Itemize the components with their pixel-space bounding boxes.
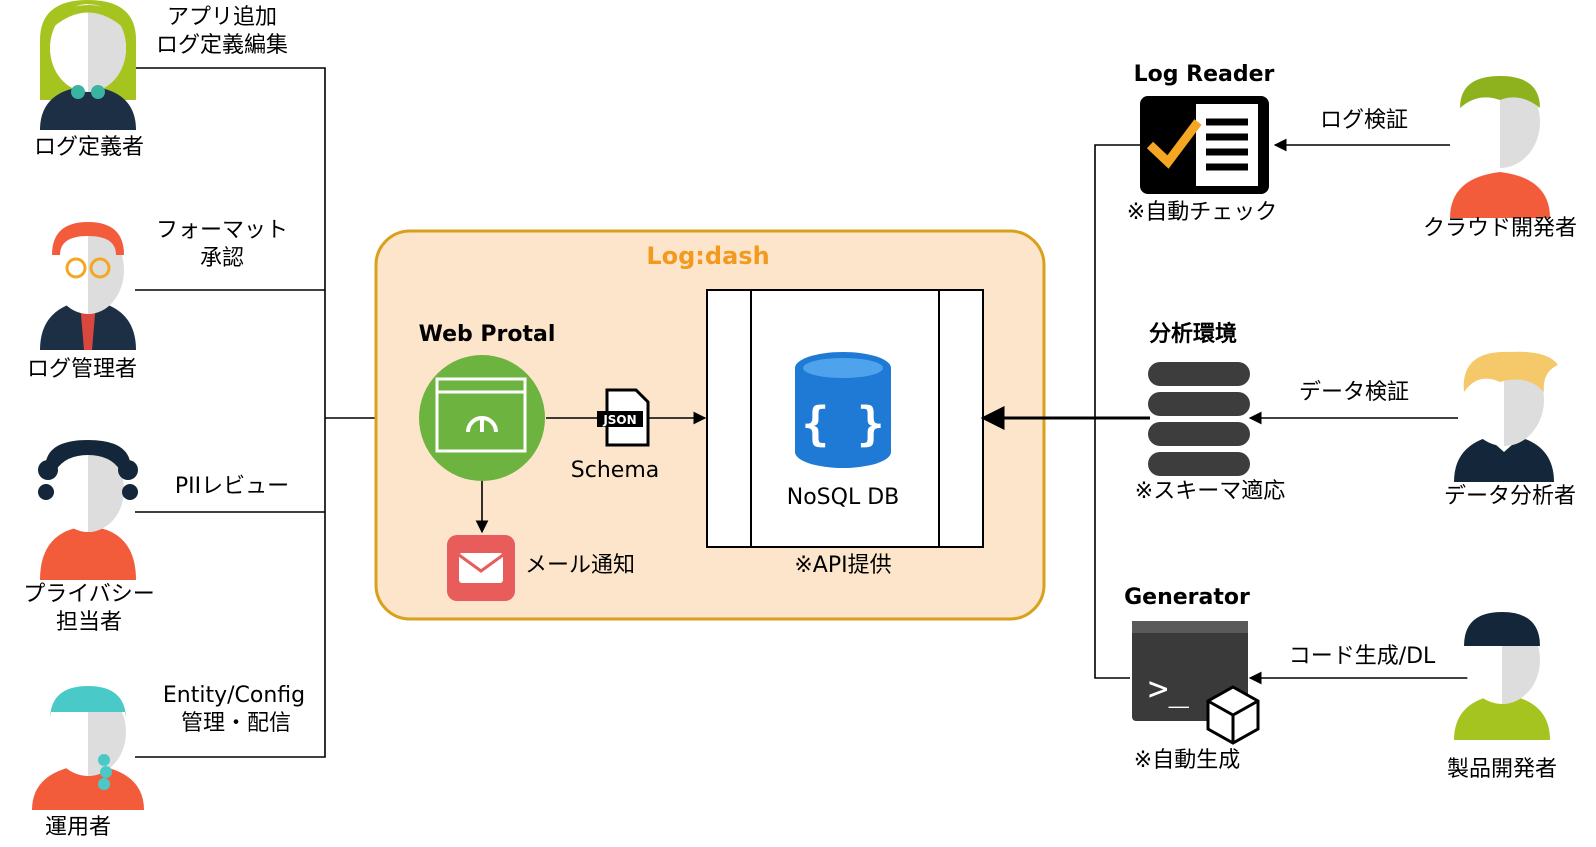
generator-note: ※自動生成 bbox=[1133, 748, 1241, 773]
svg-text:{ }: { } bbox=[801, 397, 884, 451]
analysis-note: ※スキーマ適応 bbox=[1134, 479, 1286, 504]
edge-label-approve: 承認 bbox=[199, 246, 245, 271]
cube-icon bbox=[1206, 685, 1260, 745]
json-file-icon: JSON bbox=[597, 388, 650, 447]
nosql-db-box[interactable] bbox=[706, 289, 984, 548]
actor-name-log-definer: ログ定義者 bbox=[33, 135, 145, 160]
db-label: NoSQL DB bbox=[786, 485, 900, 510]
platform-title: Log:dash bbox=[646, 242, 770, 270]
person-log-manager-icon bbox=[40, 222, 136, 350]
portal-title: Web Protal bbox=[418, 322, 556, 347]
mail-icon bbox=[447, 535, 515, 601]
edge-label-manage-deliver: 管理・配信 bbox=[180, 711, 292, 736]
edge-label-code-gen: コード生成/DL bbox=[1288, 644, 1436, 669]
svg-text:JSON: JSON bbox=[602, 413, 636, 427]
log-reader-icon[interactable] bbox=[1140, 96, 1269, 194]
server-stack-icon[interactable] bbox=[1148, 362, 1250, 476]
log-reader-title: Log Reader bbox=[1133, 62, 1275, 87]
person-privacy-icon bbox=[38, 440, 138, 580]
database-icon: { } bbox=[795, 352, 891, 468]
edge-label-log-verify: ログ検証 bbox=[1319, 108, 1409, 133]
person-operator-icon bbox=[32, 686, 144, 810]
right-connectors bbox=[980, 138, 1468, 685]
person-log-definer-icon bbox=[40, 0, 136, 130]
actor-name-analyst: データ分析者 bbox=[1443, 484, 1577, 509]
terminal-icon[interactable]: >_ bbox=[1132, 621, 1260, 745]
actor-name-cloud-dev: クラウド開発者 bbox=[1422, 216, 1578, 241]
edge-label-data-verify: データ検証 bbox=[1298, 380, 1410, 405]
edge-label-app-add: アプリ追加 bbox=[166, 5, 278, 30]
analysis-title: 分析環境 bbox=[1148, 322, 1238, 347]
svg-text:>_: >_ bbox=[1148, 669, 1189, 709]
actor-name-product-dev: 製品開発者 bbox=[1446, 757, 1558, 782]
person-product-dev-icon bbox=[1454, 612, 1550, 740]
db-note: ※API提供 bbox=[794, 553, 892, 578]
actor-name-operator: 運用者 bbox=[44, 815, 112, 840]
actor-name-privacy-1: プライバシー bbox=[23, 582, 155, 607]
mail-label: メール通知 bbox=[525, 553, 636, 578]
schema-label: Schema bbox=[570, 458, 660, 483]
log-reader-note: ※自動チェック bbox=[1126, 200, 1278, 225]
actor-name-log-manager: ログ管理者 bbox=[26, 357, 138, 382]
edge-label-pii-review: PIIレビュー bbox=[174, 474, 290, 499]
edge-label-format: フォーマット bbox=[155, 218, 289, 243]
actor-name-privacy-2: 担当者 bbox=[55, 610, 123, 635]
edge-label-log-def-edit: ログ定義編集 bbox=[155, 33, 289, 58]
person-analyst-icon bbox=[1454, 351, 1558, 482]
web-portal-icon[interactable] bbox=[419, 355, 545, 481]
edge-label-entity-config: Entity/Config bbox=[162, 683, 306, 708]
connector-operator bbox=[135, 415, 326, 758]
generator-title: Generator bbox=[1124, 585, 1250, 610]
connector-log-definer bbox=[135, 67, 326, 415]
person-cloud-dev-icon bbox=[1450, 76, 1550, 218]
left-connectors bbox=[135, 67, 414, 758]
